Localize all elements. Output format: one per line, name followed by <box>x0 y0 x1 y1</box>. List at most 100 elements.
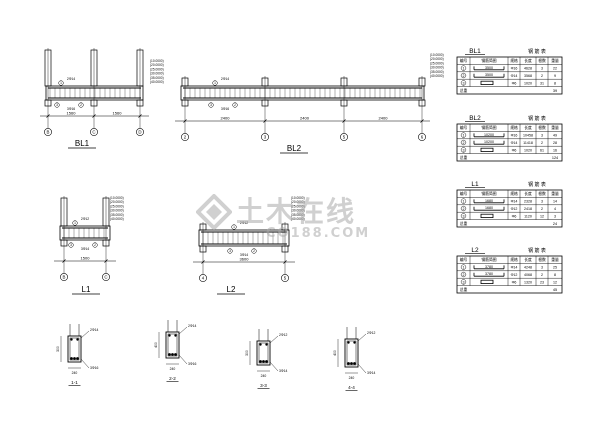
bar-mark-circle <box>227 248 233 254</box>
beam-title: L1 <box>82 285 91 294</box>
table-beam-label: L2 <box>471 247 479 254</box>
table-cell: 3 <box>541 134 543 138</box>
rebar-dot <box>262 360 265 363</box>
table-cell: 8 <box>554 273 556 277</box>
span-dimension: 1560 <box>113 111 123 116</box>
rebar-dot <box>76 357 79 360</box>
axis-label: 3 <box>264 135 267 140</box>
bar-mark-circle <box>208 102 214 108</box>
total-label: 总重 <box>460 287 468 292</box>
section-title: 2-2 <box>169 376 176 381</box>
total-value: 24 <box>553 222 557 226</box>
beam-outline <box>59 225 111 241</box>
table-header: 长度 <box>524 257 532 262</box>
elevation-label: (25.0000) <box>291 204 305 208</box>
bar-mark-label: 1 <box>214 81 216 85</box>
table-cell: 14 <box>553 200 557 204</box>
elevation-label: (10.0000) <box>291 196 305 200</box>
table-title: 钢 筋 表 <box>528 48 546 55</box>
bar-mark-label: 3 <box>70 243 72 247</box>
bottom-bar-callout: 3Φ16 <box>67 107 75 111</box>
section-outline <box>256 340 271 366</box>
table-cell: Φ6 <box>512 81 517 85</box>
table-header: 根数 <box>538 58 546 63</box>
axis-label: 6 <box>421 135 424 140</box>
section-height: 300 <box>56 346 60 352</box>
bar-mark-label: 1 <box>60 81 62 85</box>
leader-line <box>269 335 279 344</box>
beam-title: L2 <box>227 285 236 294</box>
dimension-tick <box>201 260 205 264</box>
axis-bubble <box>102 273 110 281</box>
row-number: 3 <box>463 280 465 284</box>
table-header: 编号 <box>460 125 468 130</box>
table-header: 长度 <box>524 58 532 63</box>
dimension-tick <box>46 114 50 118</box>
rebar-dot <box>171 353 174 356</box>
stirrup-shape <box>480 80 494 85</box>
elevation-label: (40.0000) <box>291 217 305 221</box>
axis-bubble <box>418 133 426 141</box>
row-number: 3 <box>463 81 465 85</box>
row-number: 2 <box>463 273 465 277</box>
top-bar-callout: 2Φ12 <box>279 333 287 337</box>
axis-bubble <box>136 128 144 136</box>
stirrup-outline <box>346 340 357 366</box>
axis-label: 2 <box>184 135 187 140</box>
table-cell: 1680 <box>485 206 493 210</box>
table-header: 规格 <box>510 58 518 63</box>
table-header: 规格 <box>510 125 518 130</box>
dimension-tick <box>92 114 96 118</box>
bar-mark-label: 3 <box>210 103 212 107</box>
table-cell: 3568 <box>524 74 532 78</box>
axis-label: 5 <box>284 276 287 281</box>
table-cell: 1020 <box>524 81 532 85</box>
row-number-circle <box>460 80 467 86</box>
stirrup-shape <box>480 213 494 218</box>
axis-label: 4 <box>202 276 205 281</box>
table-cell: 2 <box>541 74 543 78</box>
section-width: 240 <box>170 367 176 371</box>
bottom-bar-callout: 3Φ14 <box>240 253 248 257</box>
bottom-bar-callout: 3Φ14 <box>367 371 375 375</box>
table-cell: Φ14 <box>511 74 518 78</box>
row-number-circle <box>460 213 467 219</box>
elevation-label: (20.0000) <box>150 63 164 67</box>
span-dimension: 2400 <box>221 116 231 121</box>
table-cell: 4068 <box>524 273 532 277</box>
rebar-dot <box>73 357 76 360</box>
table-cell: 3 <box>541 67 543 71</box>
leader-line <box>178 354 188 365</box>
span-dimension: 1500 <box>81 256 91 261</box>
table-title: 钢 筋 表 <box>528 247 546 254</box>
rebar-dot <box>70 357 73 360</box>
table-header: 钢筋简图 <box>481 58 496 63</box>
table-cell: 25 <box>553 266 557 270</box>
axis-bubble <box>261 133 269 141</box>
table-header: 规格 <box>510 191 518 196</box>
rebar-dot <box>259 343 262 346</box>
bar-mark-label: 1 <box>233 225 235 229</box>
elevation-label: (30.0000) <box>291 209 305 213</box>
rebar-dot <box>265 343 268 346</box>
table-cell: 4 <box>554 207 556 211</box>
leader-line <box>178 326 188 335</box>
table-cell: 3780 <box>485 265 493 269</box>
table-cell: 2328 <box>524 200 532 204</box>
row-number-circle <box>460 139 467 146</box>
table-cell: 22 <box>553 67 557 71</box>
span-dimension: 2400 <box>379 116 389 121</box>
row-number: 1 <box>463 200 465 204</box>
bar-mark-label: 2 <box>94 243 96 247</box>
rebar-dot <box>353 362 356 365</box>
table-cell: Φ6 <box>512 148 517 152</box>
row-number: 3 <box>463 148 465 152</box>
row-number: 2 <box>463 74 465 78</box>
